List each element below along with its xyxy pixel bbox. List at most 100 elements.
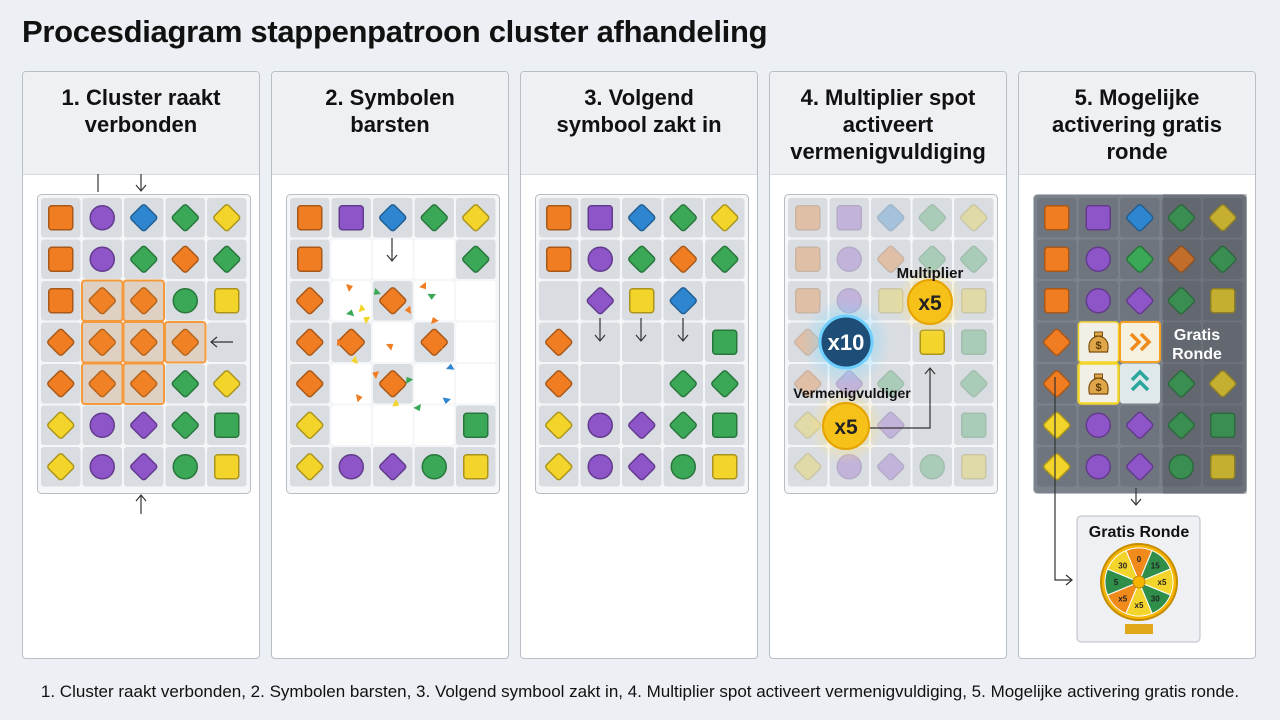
symbol-grid-step-2 bbox=[286, 194, 500, 494]
purple-diamond-symbol bbox=[379, 453, 407, 481]
purple-circle-symbol bbox=[587, 412, 613, 438]
grid-cell bbox=[622, 322, 662, 362]
green-diamond-symbol bbox=[628, 245, 656, 273]
purple-square-symbol bbox=[587, 205, 613, 231]
purple-circle-symbol bbox=[1085, 454, 1111, 480]
step-header: 5. Mogelijke activering gratis ronde bbox=[1019, 72, 1255, 175]
purple-diamond-symbol bbox=[877, 453, 905, 481]
purple-circle-symbol bbox=[338, 454, 364, 480]
orange-diamond-symbol bbox=[88, 328, 116, 356]
symbol-grid-step-3 bbox=[535, 194, 749, 494]
yellow-square-symbol bbox=[1210, 288, 1236, 314]
wheel-title: Gratis Ronde bbox=[1089, 524, 1190, 541]
yellow-diamond-symbol bbox=[711, 204, 739, 232]
yellow-square-symbol bbox=[214, 288, 240, 314]
green-square-symbol bbox=[961, 329, 987, 355]
green-diamond-symbol bbox=[420, 204, 448, 232]
burst-fragment bbox=[337, 338, 344, 347]
burst-fragment bbox=[419, 282, 427, 290]
grid-cell bbox=[705, 281, 745, 321]
orange-diamond-symbol bbox=[545, 370, 573, 398]
orange-diamond-symbol bbox=[171, 328, 199, 356]
grid-cell bbox=[456, 322, 496, 362]
connector-arrow-head bbox=[1065, 574, 1073, 586]
orange-square-symbol bbox=[48, 246, 74, 272]
grid-cell bbox=[954, 239, 994, 279]
vermenigvuldiger-coin-value: x5 bbox=[834, 416, 858, 439]
grid-cell bbox=[1203, 322, 1243, 362]
blue-diamond-symbol bbox=[1126, 204, 1154, 232]
x10-orb bbox=[818, 314, 874, 370]
yellow-diamond-symbol bbox=[47, 411, 75, 439]
green-diamond-symbol bbox=[462, 245, 490, 273]
wheel-stand bbox=[1125, 624, 1153, 634]
burst-fragment bbox=[436, 342, 444, 350]
cluster-highlight-cell bbox=[81, 279, 124, 322]
burst-fragment bbox=[442, 397, 451, 404]
grid-cell bbox=[788, 447, 828, 487]
purple-circle-symbol bbox=[587, 454, 613, 480]
yellow-diamond-symbol bbox=[545, 411, 573, 439]
orange-diamond-symbol bbox=[171, 245, 199, 273]
connector-arrow bbox=[870, 368, 931, 429]
grid-cell bbox=[622, 364, 662, 404]
purple-diamond-symbol bbox=[130, 453, 158, 481]
arrow-down-icon bbox=[386, 254, 398, 262]
purple-square-symbol bbox=[338, 205, 364, 231]
symbol-grid-step-1 bbox=[37, 194, 251, 494]
step-title: 2. Symbolen barsten bbox=[325, 85, 455, 137]
orange-diamond-symbol bbox=[88, 370, 116, 398]
purple-diamond-symbol bbox=[877, 411, 905, 439]
step-header: 4. Multiplier spot activeert vermenigvul… bbox=[770, 72, 1006, 175]
burst-fragment bbox=[372, 371, 380, 379]
orange-diamond-symbol bbox=[88, 287, 116, 315]
grid-cell bbox=[871, 447, 911, 487]
grid-cell bbox=[1161, 322, 1201, 362]
burst-fragment bbox=[446, 363, 455, 370]
green-diamond-symbol bbox=[711, 370, 739, 398]
yellow-square-symbol bbox=[1210, 454, 1236, 480]
purple-circle-symbol bbox=[1085, 246, 1111, 272]
green-diamond-symbol bbox=[1167, 411, 1195, 439]
yellow-square-symbol bbox=[961, 454, 987, 480]
green-diamond-symbol bbox=[1167, 287, 1195, 315]
grid-cell bbox=[912, 198, 952, 238]
orange-diamond-symbol bbox=[130, 370, 158, 398]
yellow-square-symbol bbox=[712, 454, 738, 480]
arrow-down-icon bbox=[677, 334, 689, 342]
page-title: Procesdiagram stappenpatroon cluster afh… bbox=[22, 14, 768, 49]
step-title: 5. Mogelijke activering gratis ronde bbox=[1052, 85, 1222, 164]
green-diamond-symbol bbox=[130, 245, 158, 273]
grid-cell bbox=[954, 447, 994, 487]
orange-square-symbol bbox=[795, 288, 821, 314]
multiplier-label: Multiplier bbox=[897, 265, 964, 282]
grid-cell bbox=[788, 198, 828, 238]
burst-fragment bbox=[404, 305, 411, 314]
wheel-segment-label: 15 bbox=[1151, 562, 1160, 571]
green-square-symbol bbox=[1210, 412, 1236, 438]
green-diamond-symbol bbox=[669, 411, 697, 439]
orange-diamond-symbol bbox=[47, 328, 75, 356]
yellow-diamond-symbol bbox=[1043, 411, 1071, 439]
purple-diamond-symbol bbox=[1126, 453, 1154, 481]
multiplier-coin-value: x5 bbox=[918, 292, 942, 315]
orange-square-symbol bbox=[795, 205, 821, 231]
green-diamond-symbol bbox=[1167, 370, 1195, 398]
grid-cell bbox=[414, 405, 454, 445]
green-square-symbol bbox=[463, 412, 489, 438]
symbol-grid-step-5: $$ bbox=[1033, 194, 1247, 494]
step-header: 1. Cluster raakt verbonden bbox=[23, 72, 259, 175]
cluster-highlight-cell bbox=[122, 362, 165, 405]
orange-square-symbol bbox=[1044, 205, 1070, 231]
green-square-symbol bbox=[712, 329, 738, 355]
green-diamond-symbol bbox=[918, 204, 946, 232]
grid-cell bbox=[373, 322, 413, 362]
orange-square-symbol bbox=[297, 205, 323, 231]
connector-arrow-head bbox=[924, 367, 936, 375]
purple-circle-symbol bbox=[89, 205, 115, 231]
chevron-right-icon bbox=[1129, 332, 1142, 352]
cluster-highlight-cell bbox=[81, 321, 124, 364]
yellow-diamond-symbol bbox=[545, 453, 573, 481]
gratis-ronde-side-label-line1: Gratis bbox=[1174, 327, 1220, 344]
orange-square-symbol bbox=[48, 288, 74, 314]
